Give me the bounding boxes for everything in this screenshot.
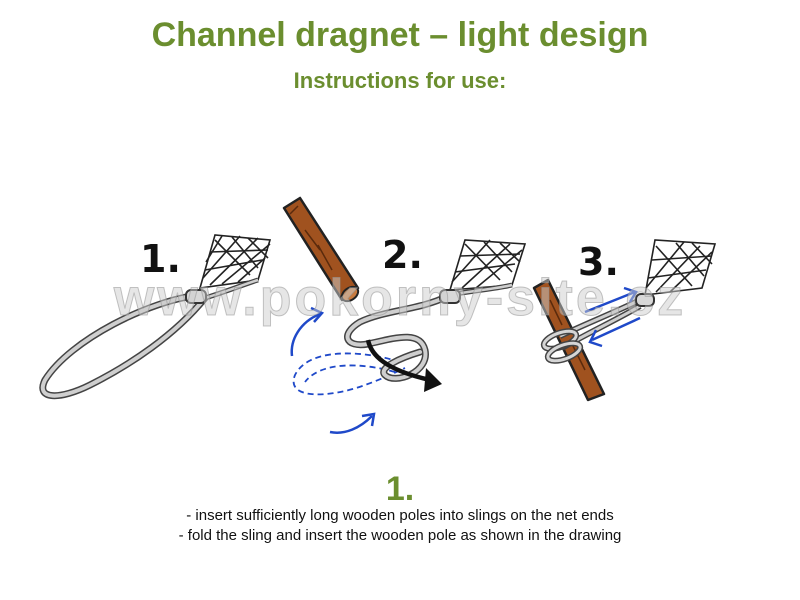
knot-3	[635, 293, 655, 307]
insert-arrow	[365, 339, 442, 392]
knot-1	[185, 289, 207, 304]
pull-arrow-top	[584, 286, 638, 314]
watermark-url: www.pokorny-site.cz	[113, 269, 687, 328]
page-subtitle: Instructions for use:	[293, 68, 507, 93]
rotate-arrow-upper	[290, 306, 325, 357]
net-mesh-3	[644, 239, 717, 296]
rope-sling-1	[39, 277, 259, 400]
net-mesh-1	[198, 234, 272, 289]
rotate-arrow-lower	[329, 412, 376, 434]
step-1-label: 1.	[140, 237, 181, 281]
page-title: Channel dragnet – light design	[151, 16, 649, 54]
instruction-line-1: - insert sufficiently long wooden poles …	[186, 507, 614, 524]
pull-arrow-bottom	[588, 316, 641, 348]
current-step-number: 1.	[385, 470, 415, 508]
step-3-illustration: 3.	[532, 239, 717, 402]
rope-sling-2	[344, 282, 513, 382]
dashed-loop-ghost	[292, 352, 406, 396]
step-3-label: 3.	[578, 240, 619, 284]
step-1-illustration: 1.	[39, 234, 272, 400]
knot-2	[439, 289, 461, 304]
net-mesh-2	[448, 239, 527, 291]
wooden-pole-2	[282, 196, 360, 303]
step-2-label: 2.	[382, 233, 423, 277]
instruction-line-2: - fold the sling and insert the wooden p…	[178, 527, 622, 544]
rope-sling-3	[540, 293, 655, 364]
step-2-illustration: 2.	[282, 196, 527, 434]
